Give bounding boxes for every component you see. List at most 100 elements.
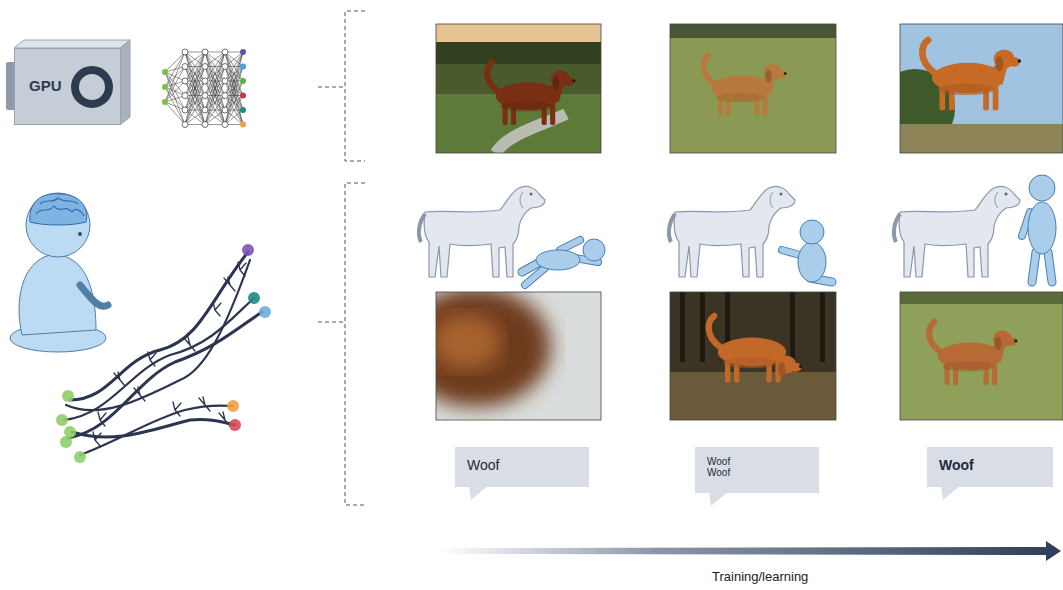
- bubble-tail: [709, 491, 731, 507]
- tree-trunk: [820, 292, 825, 362]
- photo-frame: [900, 24, 1063, 153]
- dog-snout: [1005, 337, 1017, 346]
- dog-fur: [501, 101, 552, 111]
- net-link: [165, 72, 185, 110]
- ground: [900, 124, 1063, 153]
- blurred-dog: [436, 314, 501, 370]
- net-link: [225, 52, 243, 125]
- net-link: [165, 81, 185, 102]
- neuron-terminal: [74, 451, 86, 463]
- dog-eye: [780, 193, 783, 196]
- net-link: [185, 52, 205, 67]
- photo-frame: [670, 292, 836, 420]
- dog-photo: [436, 24, 601, 153]
- net-neuron: [222, 49, 228, 55]
- dendrite: [114, 372, 125, 386]
- baby-limb: [560, 240, 580, 250]
- dendrite: [184, 337, 195, 351]
- dog-tail: [929, 322, 939, 351]
- net-neuron: [182, 78, 188, 84]
- neuron-terminal: [60, 436, 72, 448]
- dog-photo: [436, 292, 601, 420]
- brain-fold: [36, 206, 84, 216]
- dog-ear: [995, 336, 1002, 350]
- dog-photo: [670, 24, 836, 153]
- net-neuron: [222, 93, 228, 99]
- neuron-fiber: [68, 312, 262, 438]
- baby-body: [798, 242, 826, 282]
- net-link: [165, 87, 185, 125]
- baby-arm: [80, 285, 108, 306]
- speech-text: Woof: [939, 457, 1041, 474]
- gpu-card: [6, 40, 130, 125]
- net-neuron: [202, 78, 208, 84]
- net-neuron: [240, 64, 246, 70]
- baby-head: [1029, 175, 1055, 201]
- net-link: [225, 52, 243, 67]
- dog-outline: [419, 186, 545, 277]
- dog-nose: [1014, 339, 1017, 342]
- photo-frame: [436, 292, 601, 420]
- dog-snout: [1007, 57, 1020, 67]
- net-neuron: [240, 122, 246, 128]
- neuron-fiber: [66, 260, 250, 410]
- dog-fur: [723, 357, 777, 368]
- baby-lying: [522, 239, 605, 285]
- baby-limb: [782, 250, 800, 255]
- dog-fur: [943, 361, 994, 371]
- net-link: [205, 52, 225, 125]
- baby-eye: [78, 232, 82, 236]
- trees: [670, 24, 836, 38]
- net-neuron: [222, 78, 228, 84]
- photo-area: [670, 292, 836, 420]
- baby-limb: [525, 268, 545, 285]
- dendrite: [199, 397, 210, 411]
- dog-nose: [1018, 59, 1021, 62]
- gpu-side: [120, 40, 130, 125]
- photo-area: [436, 24, 601, 153]
- dog-snout: [789, 363, 802, 372]
- bracket-line: [345, 183, 365, 505]
- dendrite: [213, 302, 221, 316]
- bubble-tail-shape: [941, 485, 961, 500]
- neuron-fiber: [72, 419, 235, 437]
- bubble-tail-shape: [469, 485, 489, 500]
- dog-tail: [709, 316, 720, 347]
- bubble-tail: [469, 485, 491, 501]
- trees: [900, 292, 1063, 304]
- bracket-line: [318, 322, 345, 323]
- photo-frame: [670, 24, 836, 153]
- dendrite: [134, 387, 145, 401]
- dog-fur: [716, 93, 764, 103]
- dog-ear: [553, 76, 560, 90]
- net-link: [225, 52, 243, 67]
- net-link: [205, 110, 225, 125]
- net-neuron: [222, 64, 228, 70]
- baby-head: [26, 193, 90, 257]
- net-neuron: [202, 107, 208, 113]
- net-link: [205, 52, 225, 125]
- dendrite: [93, 432, 101, 446]
- dog-snout: [563, 77, 575, 86]
- speech-bubble: Woof: [455, 447, 589, 487]
- dendrite: [238, 262, 246, 276]
- baby-limb-outline: [525, 268, 545, 285]
- net-neuron: [202, 64, 208, 70]
- axis-label: Training/learning: [712, 569, 808, 584]
- dog-fur: [938, 84, 995, 95]
- dog-ear: [770, 192, 773, 208]
- bubble-tail: [941, 485, 963, 501]
- arrow-shape: [440, 541, 1061, 561]
- dendrite: [219, 412, 230, 426]
- dog-ear: [520, 192, 523, 208]
- net-neuron: [240, 93, 246, 99]
- dendrite: [173, 402, 181, 416]
- photo-area: [900, 292, 1063, 420]
- dog-nose: [572, 79, 575, 82]
- net-neuron: [202, 122, 208, 128]
- grass: [436, 94, 601, 153]
- neuron-terminal: [56, 414, 68, 426]
- dog: [704, 56, 787, 115]
- brain-fold: [40, 198, 78, 204]
